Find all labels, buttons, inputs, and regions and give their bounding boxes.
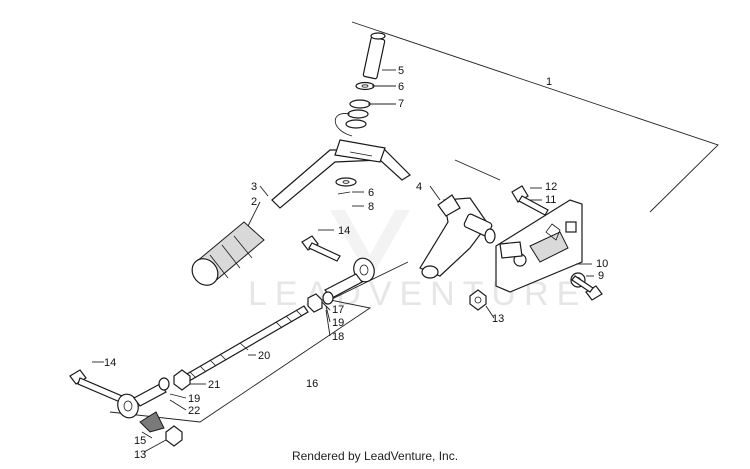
callout-9: 9 [598,270,604,282]
callout-14-upper: 14 [338,225,350,237]
rod-end-upper [324,257,375,299]
callout-3: 3 [251,181,257,193]
callout-21: 21 [208,379,220,391]
bolt-right [571,275,603,301]
rod-end-lower [117,383,167,419]
nut-center [469,289,487,311]
callout-17: 17 [332,304,344,316]
threaded-rod [179,305,309,385]
callout-4: 4 [416,181,422,193]
cotter-pin [337,191,351,195]
mount-bracket [495,199,583,293]
pivot-pin [362,32,386,80]
callout-8: 8 [368,201,374,213]
callout-1: 1 [546,76,552,88]
washer-upper [355,81,375,91]
washer-lower [335,177,357,187]
callout-10: 10 [596,258,608,270]
callout-19-lower: 19 [188,393,200,405]
callout-15: 15 [134,435,146,447]
bolt-upper-right [511,185,549,216]
callout-12: 12 [545,181,557,193]
watermark-logo [330,210,410,280]
callout-13-lower: 13 [134,449,146,461]
callout-6-upper: 6 [398,81,404,93]
callout-11: 11 [545,194,556,206]
callout-16: 16 [306,378,318,390]
bolt-upper [301,235,341,262]
shift-arm [419,194,496,279]
callout-13-center: 13 [492,313,504,325]
washer-lower-set [158,377,170,391]
callout-2: 2 [251,196,257,208]
washer-set-upper [322,291,334,305]
assembly-frame [109,21,719,423]
callout-5: 5 [398,65,404,77]
shift-lever [271,139,411,209]
leader-lines [92,69,594,453]
callout-22: 22 [188,405,200,417]
callout-18: 18 [332,331,344,343]
torsion-spring [334,99,371,137]
callout-6-lower: 6 [368,187,374,199]
callout-7: 7 [398,98,404,110]
callout-14-lower: 14 [104,357,116,369]
footer-credit: Rendered by LeadVenture, Inc. [291,449,459,463]
lever-grip [191,221,265,286]
bolt-lower [69,369,123,403]
nut-lower [165,425,183,447]
jam-nut-upper [307,293,323,313]
callout-labels: 1 2 3 4 5 6 7 6 8 9 10 11 12 13 13 14 14… [104,65,608,461]
boot-cap [139,411,165,433]
callout-19-upper: 19 [332,317,344,329]
callout-20: 20 [258,350,270,362]
